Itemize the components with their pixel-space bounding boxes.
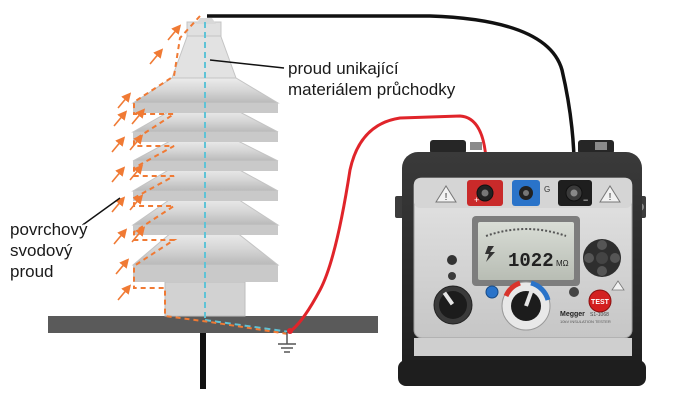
ground-icon — [278, 332, 296, 352]
nav-up-button[interactable] — [597, 240, 607, 250]
surface-label-leader — [84, 198, 120, 224]
nav-down-button[interactable] — [597, 266, 607, 276]
insulation-tester: ! ! + G − 1022 MΩ — [395, 140, 646, 386]
blue-button[interactable] — [486, 286, 498, 298]
surface-leakage-label-line-1: povrchový — [10, 219, 87, 240]
nav-ok-button[interactable] — [596, 252, 608, 264]
guard-terminal-label: G — [544, 185, 550, 194]
nav-left-button[interactable] — [584, 253, 594, 263]
surface-leakage-label-line-3: proud — [10, 261, 87, 282]
menu-button[interactable] — [569, 287, 579, 297]
model-label: S1-1068 — [590, 312, 609, 318]
positive-terminal-label: + — [474, 195, 479, 205]
aux-button[interactable] — [448, 272, 456, 280]
left-knob[interactable] — [439, 291, 467, 319]
core-leakage-label-line-2: materiálem průchodky — [288, 79, 455, 100]
brand-logo: Megger — [560, 311, 585, 318]
ground-plate — [48, 316, 378, 333]
svg-text:!: ! — [609, 192, 612, 203]
core-leakage-label: proud unikající materiálem průchodky — [288, 58, 455, 100]
surface-leakage-label-line-2: svodový — [10, 240, 87, 261]
red-lead-clip — [287, 328, 293, 334]
core-leakage-label-line-1: proud unikající — [288, 58, 455, 79]
nav-right-button[interactable] — [610, 253, 620, 263]
lcd-unit: MΩ — [556, 259, 569, 268]
lcd-reading: 1022 — [508, 250, 554, 272]
tester-subtitle: 10kV INSULATION TESTER — [560, 319, 611, 324]
support-post — [200, 333, 206, 389]
svg-text:!: ! — [445, 192, 448, 203]
negative-terminal-label: − — [583, 195, 588, 205]
test-button-label: TEST — [591, 299, 610, 306]
surface-leakage-label: povrchový svodový proud — [10, 219, 87, 282]
light-button[interactable] — [447, 255, 457, 265]
